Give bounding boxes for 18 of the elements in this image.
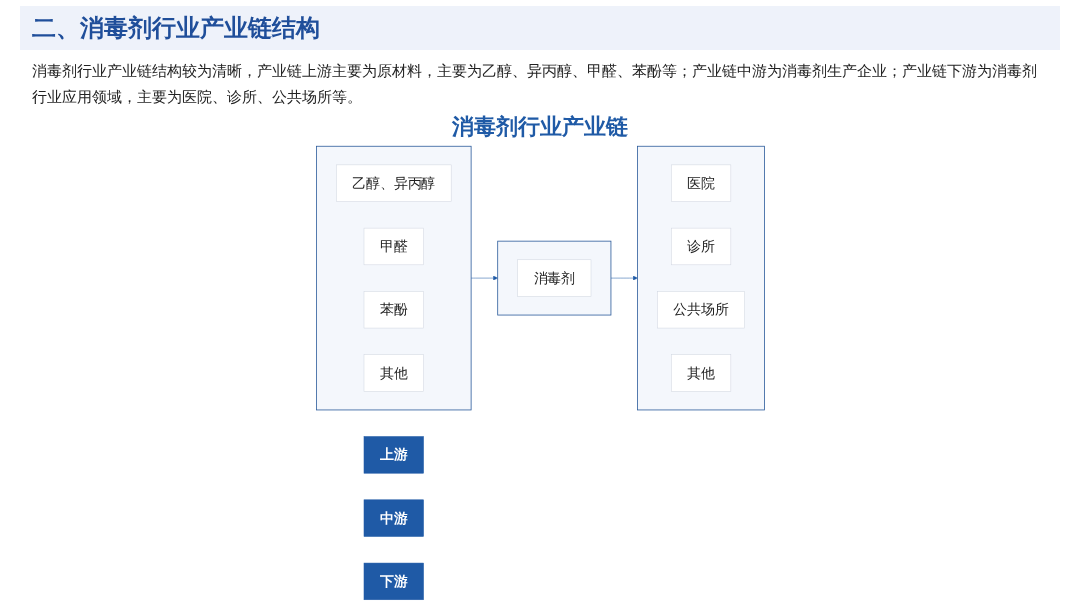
node-box: 其他	[363, 354, 424, 392]
diagram-subtitle: 消毒剂行业产业链	[451, 113, 629, 141]
node-box: 中游	[363, 499, 424, 537]
page-title: 二、消毒剂行业产业链结构	[20, 6, 1060, 50]
node-box: 医院	[670, 164, 731, 202]
node-box: 其他	[670, 354, 731, 392]
node-box: 乙醇、异丙醇	[335, 164, 451, 202]
cluster	[496, 240, 611, 316]
node-box: 公共场所	[656, 291, 745, 329]
node-box: 消毒剂	[516, 259, 591, 297]
node-box: 苯酚	[363, 291, 424, 329]
node-box: 上游	[363, 436, 424, 474]
intro-paragraph: 消毒剂行业产业链结构较为清晰，产业链上游主要为原材料，主要为乙醇、异丙醇、甲醛、苯酚等；产业链中游为消毒剂生产企业；产业链下游为消毒剂行业应用领域，主要为医院、诊所、公共场所等。	[32, 61, 1038, 108]
node-box: 诊所	[670, 227, 731, 266]
node-box: 甲醛	[363, 227, 424, 266]
node-box: 下游	[363, 562, 424, 600]
cluster	[636, 145, 765, 411]
cluster	[315, 145, 471, 411]
